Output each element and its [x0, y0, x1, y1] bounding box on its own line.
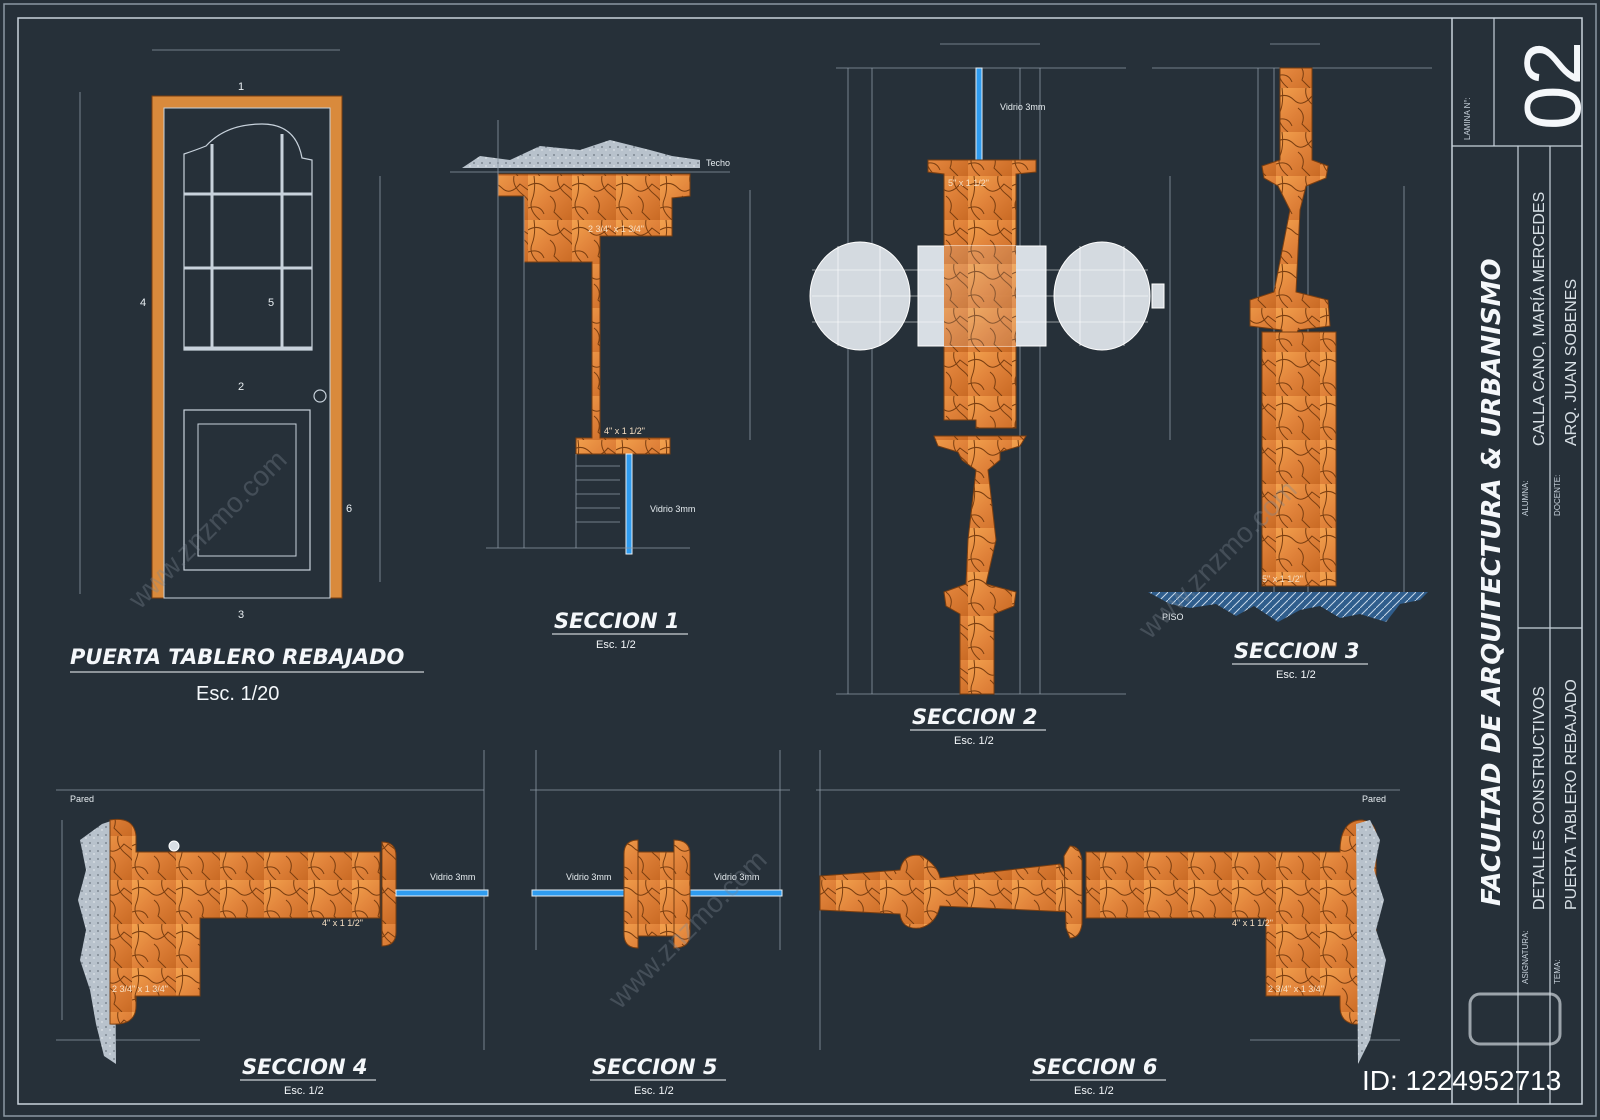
s5-scale: Esc. 1/2: [634, 1085, 674, 1097]
s3-title: SECCION 3: [1234, 639, 1359, 663]
s3-label-member: 5" x 1 1/2": [1262, 574, 1303, 584]
s6-label-member-b: 2 3/4" x 1 3/4": [1268, 984, 1324, 994]
outer-border: [3, 3, 1597, 1117]
s2-label-glass: Vidrio 3mm: [1000, 102, 1045, 112]
s1-label-glass: Vidrio 3mm: [650, 504, 695, 514]
s4-title: SECCION 4: [242, 1055, 367, 1079]
s1-label-member-b: 4" x 1 1/2": [604, 426, 645, 436]
s6-scale: Esc. 1/2: [1074, 1085, 1114, 1097]
door-knob-section: [809, 241, 1165, 351]
door-marker-5: 5: [268, 297, 274, 309]
s4-label-glass: Vidrio 3mm: [430, 872, 475, 882]
s5-label-glass-right: Vidrio 3mm: [714, 872, 759, 882]
s4-label-member-a: 4" x 1 1/2": [322, 918, 363, 928]
wall-left-s4: [78, 820, 116, 1064]
door-marker-3: 3: [238, 609, 244, 621]
section-1: Techo 2 3/4" x 1 3/4" 4" x 1 1/2" Vidrio…: [450, 120, 751, 651]
s1-label-member-a: 2 3/4" x 1 3/4": [588, 224, 644, 234]
subject: DETALLES CONSTRUCTIVOS: [1531, 686, 1548, 910]
door-knob: [313, 389, 327, 403]
s3-scale: Esc. 1/2: [1276, 669, 1316, 681]
znzmo-logo: [1468, 992, 1562, 1046]
s2-label-member: 5" x 1 1/2": [948, 178, 989, 188]
s6-label-member-a: 4" x 1 1/2": [1232, 918, 1273, 928]
door-scale: Esc. 1/20: [196, 683, 279, 705]
door-title: PUERTA TABLERO REBAJADO: [70, 645, 405, 669]
door-elevation: 1 2 3 4 5 6 PUERTA TABLERO REBAJADO Esc.…: [70, 49, 424, 705]
door-leaf: [163, 107, 331, 599]
s2-title: SECCION 2: [912, 705, 1037, 729]
topic-label: TEMA:: [1553, 960, 1562, 984]
s5-title: SECCION 5: [592, 1055, 717, 1079]
door-marker-4: 4: [140, 297, 146, 309]
section-5: Vidrio 3mm Vidrio 3mm SECCION 5 Esc. 1/2: [530, 750, 790, 1097]
s4-scale: Esc. 1/2: [284, 1085, 324, 1097]
inner-border: [17, 17, 1583, 1105]
topic: PUERTA TABLERO REBAJADO: [1563, 679, 1580, 910]
teacher-name: ARQ. JUAN SOBENES: [1563, 279, 1580, 446]
door-lower-panel: [183, 409, 311, 571]
faculty-name: FACULTAD DE ARQUITECTURA & URBANISMO: [1477, 258, 1507, 906]
title-block: LAMINA N°: 02 FACULTAD DE ARQUITECTURA &…: [1452, 18, 1597, 1104]
s4-label-wall: Pared: [70, 794, 94, 804]
sheet-label: LAMINA N°:: [1463, 97, 1472, 140]
door-marker-6: 6: [346, 503, 352, 515]
s4-label-member-b: 2 3/4" x 1 3/4": [112, 984, 168, 994]
s2-scale: Esc. 1/2: [954, 735, 994, 747]
door-marker-1: 1: [238, 81, 244, 93]
s6-title: SECCION 6: [1032, 1055, 1157, 1079]
sheet-number: 02: [1508, 41, 1597, 130]
s1-scale: Esc. 1/2: [596, 639, 636, 651]
s3-label-floor: PISO: [1162, 612, 1184, 622]
student-name: CALLA CANO, MARÍA MERCEDES: [1529, 192, 1548, 446]
section-4: Pared Vidrio 3mm 4" x 1 1/2" 2 3/4" x 1 …: [56, 750, 489, 1097]
watermark-id: ID: 1224952713: [1362, 1065, 1561, 1096]
s1-title: SECCION 1: [554, 609, 679, 633]
section-6: Pared 4" x 1 1/2" 2 3/4" x 1 3/4" SECCIO…: [816, 750, 1400, 1097]
door-arch-light: [183, 123, 313, 351]
subject-label: ASIGNATURA:: [1521, 930, 1530, 984]
section-2: Vidrio 3mm 5" x 1 1/2" SECCION 2 Esc. 1/…: [809, 43, 1171, 747]
floor: [1148, 592, 1428, 622]
ceiling: [462, 140, 700, 168]
wall-right-s6: [1356, 820, 1386, 1064]
s5-label-glass-left: Vidrio 3mm: [566, 872, 611, 882]
door-marker-2: 2: [238, 381, 244, 393]
s6-label-wall: Pared: [1362, 794, 1386, 804]
student-label: ALUMNA:: [1521, 480, 1530, 516]
section-3: 5" x 1 1/2" PISO SECCION 3 Esc. 1/2: [1148, 43, 1432, 681]
teacher-label: DOCENTE:: [1553, 475, 1562, 516]
s1-label-techo: Techo: [706, 158, 730, 168]
